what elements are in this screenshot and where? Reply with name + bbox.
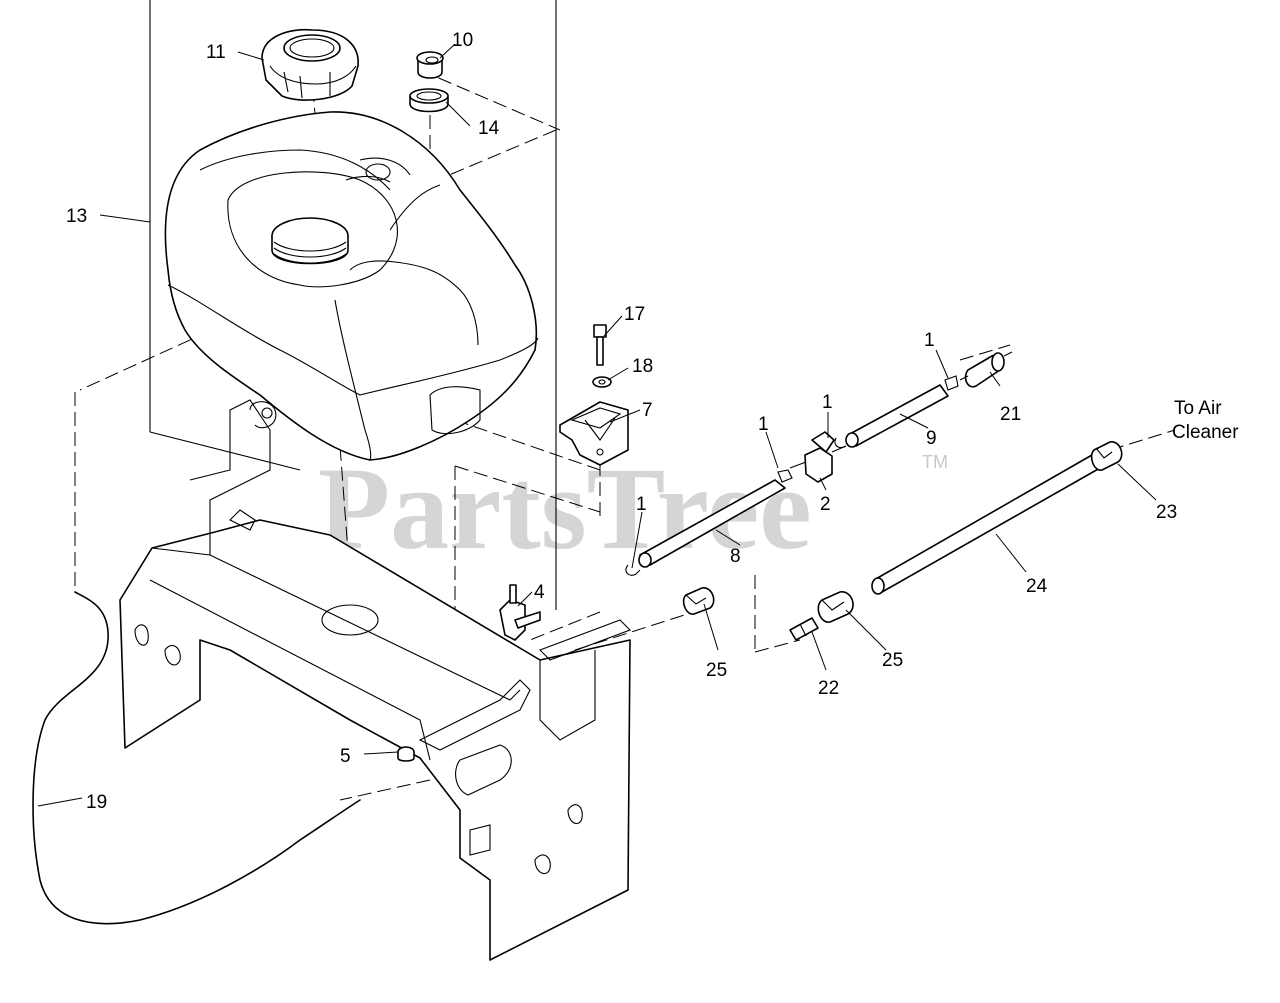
callout-1-a: 1 <box>924 330 935 351</box>
callout-24: 24 <box>1026 576 1048 597</box>
fuel-hose-24-part <box>871 454 1101 595</box>
callout-5: 5 <box>340 746 351 767</box>
callout-1-c: 1 <box>758 414 769 435</box>
callout-14: 14 <box>478 118 500 139</box>
fuel-tank-part <box>164 111 539 461</box>
callout-9: 9 <box>926 428 937 449</box>
fuel-line-19-part <box>32 591 361 925</box>
tank-fitting-part <box>499 584 541 641</box>
callout-labels: 11 10 14 13 17 18 7 1 21 1 9 1 2 23 1 8 … <box>66 30 1177 813</box>
fuel-hose-9-part <box>834 375 959 449</box>
callout-7: 7 <box>642 400 653 421</box>
fuel-cap-part <box>261 28 359 101</box>
callout-25-a: 25 <box>706 660 727 681</box>
callout-8: 8 <box>730 546 741 567</box>
callout-18: 18 <box>632 356 653 377</box>
washer-part <box>592 376 612 388</box>
callout-1-b: 1 <box>822 392 833 413</box>
mounting-frame-part <box>119 399 631 961</box>
callout-25-b: 25 <box>882 650 903 671</box>
fuel-hose-8-part <box>625 469 793 576</box>
air-cleaner-note-line-2: Cleaner <box>1172 422 1239 443</box>
callout-13: 13 <box>66 206 87 227</box>
callout-21: 21 <box>1000 404 1021 425</box>
nut-part <box>397 746 415 762</box>
hose-fitting-22-part <box>789 617 819 641</box>
callout-17: 17 <box>624 304 645 325</box>
callout-19: 19 <box>86 792 107 813</box>
grommet-part <box>409 88 449 113</box>
callout-4: 4 <box>534 582 545 603</box>
assembly-panel-lines <box>149 0 557 610</box>
callout-2: 2 <box>820 494 831 515</box>
hose-clamp-25a-part <box>682 587 715 615</box>
callout-10: 10 <box>452 30 473 51</box>
fuel-filter-part <box>959 351 1013 388</box>
vent-plug-part <box>416 51 444 79</box>
fuel-filter-mount-part <box>559 401 629 466</box>
callout-11: 11 <box>206 42 226 63</box>
hose-clamp-23-part <box>1090 441 1123 471</box>
callout-leader-lines <box>37 43 1157 807</box>
bolt-part <box>593 324 607 366</box>
air-cleaner-note-line-1: To Air <box>1174 398 1222 419</box>
callout-22: 22 <box>818 678 839 699</box>
watermark-trademark: TM <box>922 452 948 472</box>
callout-1-d: 1 <box>636 494 647 515</box>
hose-clamp-25b-part <box>817 591 854 623</box>
callout-23: 23 <box>1156 502 1177 523</box>
